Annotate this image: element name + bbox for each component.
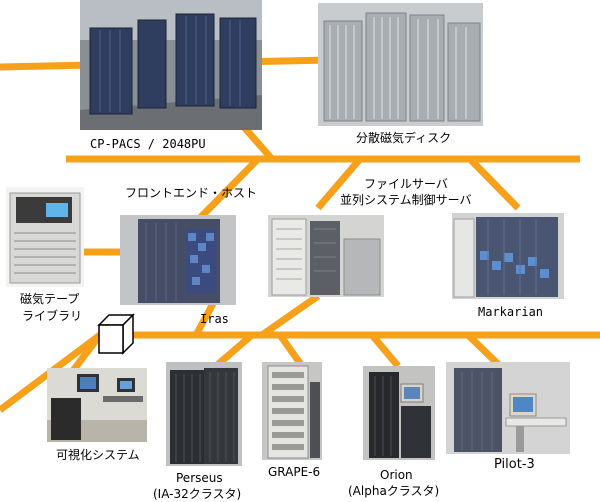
frontend-drop-line — [193, 156, 261, 225]
visual-photo — [47, 368, 147, 442]
frontend-label: フロントエンド・ホスト — [125, 186, 258, 200]
iras-riser-line — [192, 298, 219, 337]
grape-photo — [262, 362, 322, 460]
iras-label: Iras — [200, 312, 229, 326]
perseus-photo — [166, 362, 242, 466]
markarian-photo — [452, 213, 564, 299]
grape-drop-line — [277, 332, 305, 369]
fileserver-label-line2: 並列システム制御サーバ — [340, 193, 472, 207]
fileserver-riser-line — [259, 293, 321, 338]
perseus-drop-line — [213, 332, 255, 369]
visual-label: 可視化システム — [56, 448, 140, 462]
cppacs-label: CP-PACS / 2048PU — [90, 137, 206, 151]
pilot-photo — [446, 362, 570, 454]
fileserver-label-line1: ファイルサーバ — [364, 177, 448, 191]
pilot-label: Pilot-3 — [494, 457, 535, 472]
pilot-drop-line — [465, 332, 503, 369]
orion-label-line2: (Alphaクラスタ) — [348, 484, 440, 498]
network-switch-cube-icon — [97, 313, 135, 355]
tape-label-line1: 磁気テープ — [20, 292, 80, 306]
visual-drop-line — [69, 332, 103, 375]
markarian-drop-line — [467, 156, 521, 211]
orion-drop-line — [369, 332, 401, 369]
tape-label-line2: ライブラリ — [22, 309, 83, 323]
grape-label: GRAPE-6 — [268, 465, 321, 479]
orion-label-line1: Orion — [380, 468, 413, 482]
fileserver-photo — [268, 215, 384, 297]
orion-photo — [363, 366, 435, 460]
tape-library-photo — [6, 187, 84, 287]
perseus-label-line2: (IA-32クラスタ) — [153, 487, 242, 501]
cppacs-photo — [80, 0, 262, 130]
disk-label: 分散磁気ディスク — [356, 131, 452, 145]
iras-photo — [120, 215, 236, 305]
disk-photo — [318, 3, 483, 126]
markarian-label: Markarian — [478, 305, 544, 319]
fileserver-drop-line — [315, 156, 363, 211]
perseus-label-line1: Perseus — [176, 471, 223, 485]
